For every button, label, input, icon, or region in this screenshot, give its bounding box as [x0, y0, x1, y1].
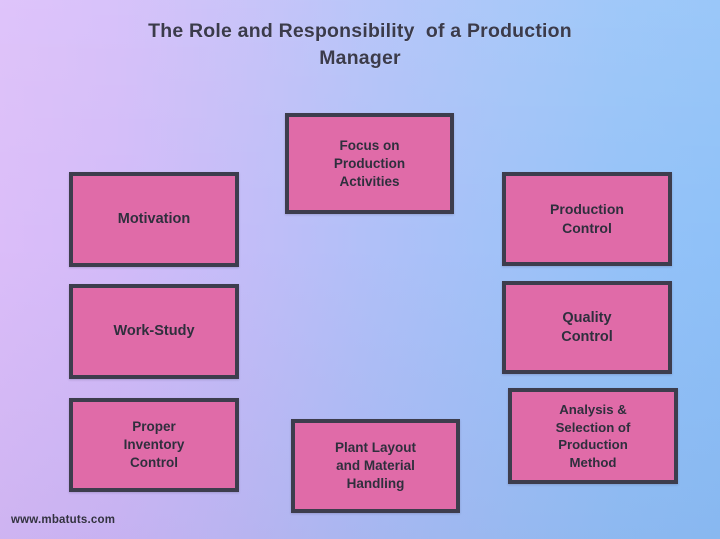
node-label: Analysis & Selection of Production Metho…	[555, 402, 631, 470]
node-plant-layout-and-material-handling[interactable]: Plant Layout and Material Handling	[291, 419, 460, 513]
node-label: Motivation	[117, 211, 191, 227]
node-label: Focus on Production Activities	[333, 137, 406, 189]
node-label: Quality Control	[561, 309, 613, 345]
node-work-study[interactable]: Work-Study	[69, 284, 239, 379]
node-label: Proper Inventory Control	[123, 419, 185, 470]
node-label: Plant Layout and Material Handling	[334, 440, 416, 491]
node-production-control[interactable]: Production Control	[502, 172, 672, 266]
node-motivation[interactable]: Motivation	[69, 172, 239, 267]
node-quality-control[interactable]: Quality Control	[502, 281, 672, 374]
node-label: Work-Study	[113, 323, 195, 339]
node-analysis-and-selection-of-production-method[interactable]: Analysis & Selection of Production Metho…	[508, 388, 678, 484]
node-proper-inventory-control[interactable]: Proper Inventory Control	[69, 398, 239, 492]
node-label: Production Control	[550, 201, 624, 236]
source-watermark: www.mbatuts.com	[11, 514, 116, 526]
page-title: The Role and Responsibility of a Product…	[148, 20, 572, 69]
node-focus-on-production-activities[interactable]: Focus on Production Activities	[285, 113, 454, 214]
